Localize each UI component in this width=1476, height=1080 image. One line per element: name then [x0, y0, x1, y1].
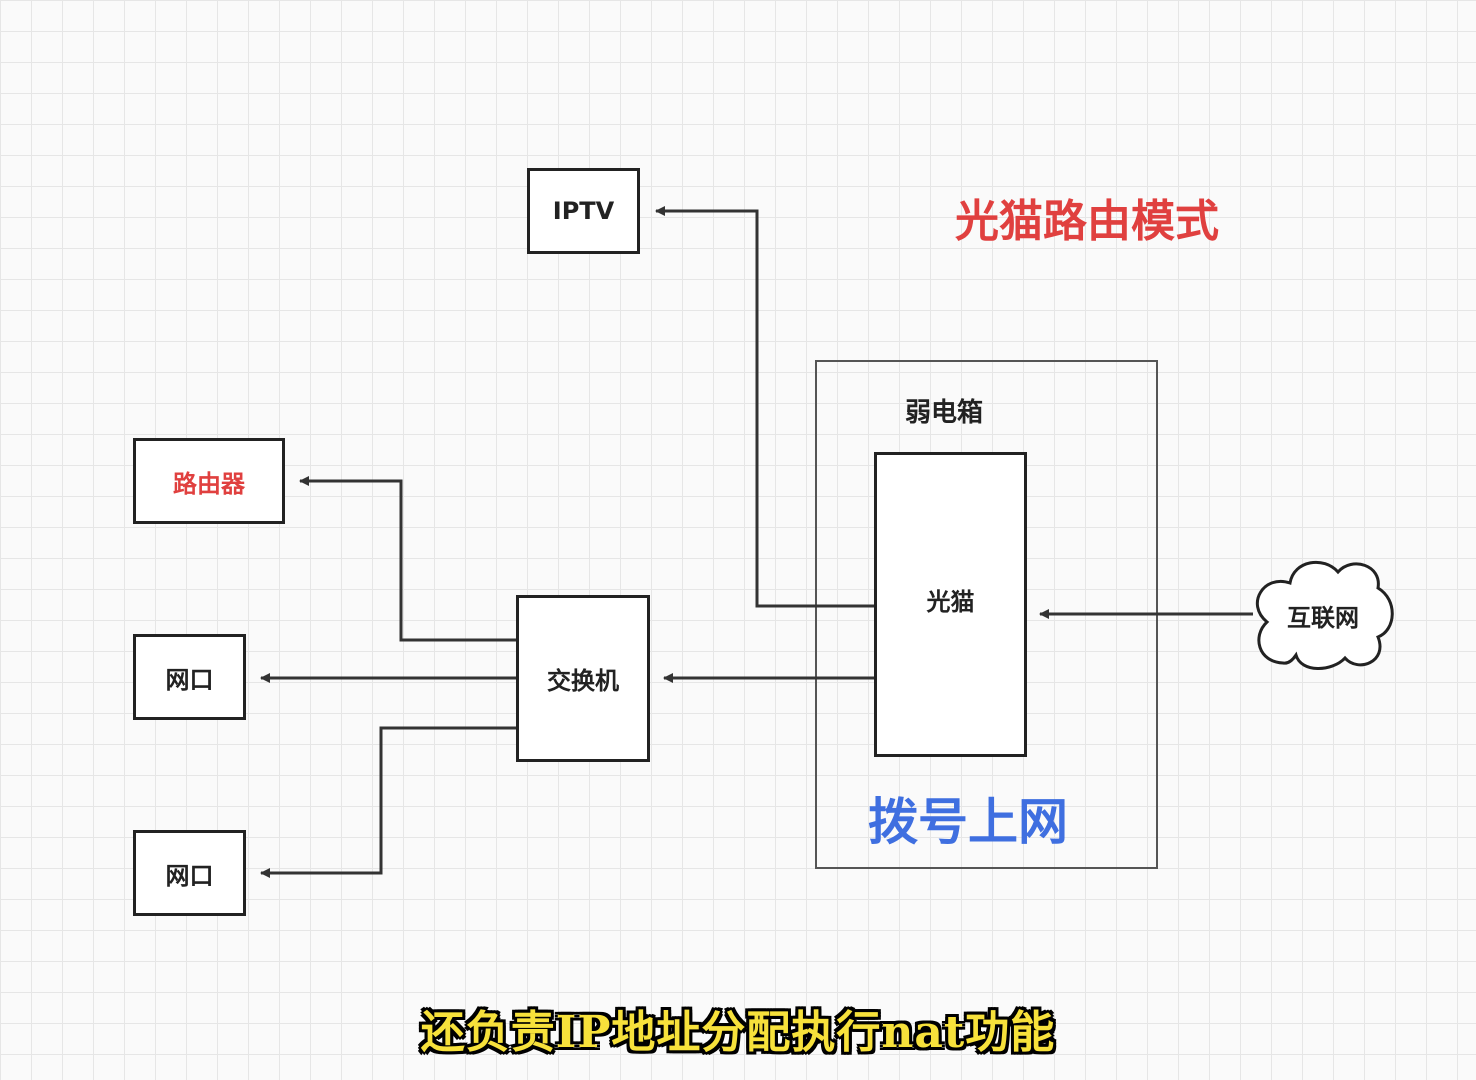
port-box-2: 网口	[133, 830, 246, 916]
iptv-label: IPTV	[552, 197, 615, 225]
edge-switch-to-router	[299, 476, 517, 642]
video-subtitle: 还负责IP地址分配执行nat功能	[420, 1007, 1056, 1058]
port-label-1: 网口	[165, 665, 214, 694]
router-label: 路由器	[173, 469, 245, 498]
iptv-box: IPTV	[527, 168, 640, 254]
modem-box: 光猫	[874, 452, 1027, 757]
modem-label: 光猫	[926, 588, 975, 616]
port-label-2: 网口	[165, 861, 214, 890]
switch-box: 交换机	[516, 595, 650, 762]
enclosure-label: 弱电箱	[905, 398, 984, 428]
port-box-1: 网口	[133, 634, 246, 720]
diagram-title: 光猫路由模式	[955, 196, 1219, 247]
edge-modem-to-iptv	[655, 206, 875, 608]
internet-cloud	[1255, 560, 1394, 670]
switch-label: 交换机	[547, 667, 619, 695]
internet-label: 互联网	[1287, 604, 1359, 632]
edge-switch-to-port2	[260, 726, 517, 878]
dialup-label: 拨号上网	[868, 793, 1068, 851]
router-box: 路由器	[133, 438, 285, 524]
